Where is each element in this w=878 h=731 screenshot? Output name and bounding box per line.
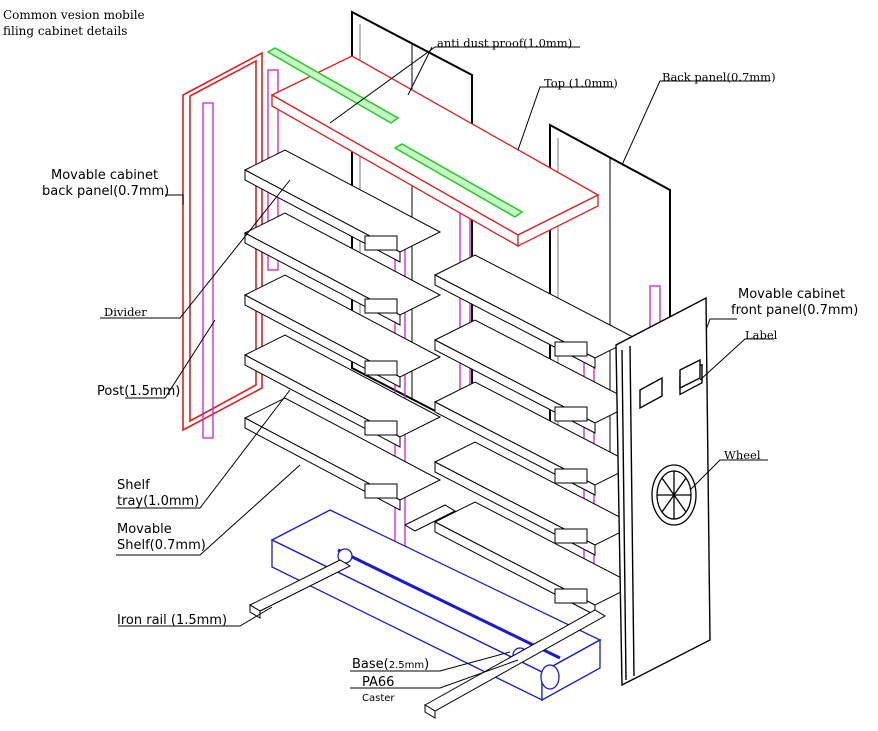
label-movable-front-panel-line2: front panel(0.7mm) bbox=[731, 303, 859, 318]
label-label: Label bbox=[745, 328, 778, 342]
diagram-title: Common vesion mobile filing cabinet deta… bbox=[3, 7, 145, 39]
label-anti-dust-proof: anti dust proof(1.0mm) bbox=[437, 36, 573, 50]
label-base-close: ) bbox=[424, 657, 430, 672]
label-shelf-tray-line2: tray(1.0mm) bbox=[117, 494, 200, 509]
base-frame bbox=[270, 509, 602, 702]
label-movable-front-panel-line1: Movable cabinet bbox=[738, 287, 846, 302]
label-iron-rail: Iron rail (1.5mm) bbox=[117, 613, 228, 628]
label-top: Top (1.0mm) bbox=[544, 76, 618, 90]
right-shelves bbox=[433, 254, 637, 616]
label-post: Post(1.5mm) bbox=[97, 384, 181, 399]
label-movable-back-panel-line2: back panel(0.7mm) bbox=[42, 184, 170, 199]
label-pa66: PA66 bbox=[362, 675, 395, 690]
label-back-panel: Back panel(0.7mm) bbox=[662, 70, 776, 84]
label-base: Base(2.5mm) bbox=[352, 657, 429, 674]
label-movable-shelf-line1: Movable bbox=[117, 522, 172, 537]
label-divider: Divider bbox=[104, 305, 147, 319]
title-line-2: filing cabinet details bbox=[3, 24, 128, 38]
anti-dust-strips bbox=[266, 47, 524, 218]
label-base-thickness: 2.5mm bbox=[388, 660, 425, 671]
label-movable-shelf-line2: Shelf(0.7mm) bbox=[117, 538, 206, 553]
title-line-1: Common vesion mobile bbox=[3, 8, 145, 22]
label-caster: Caster bbox=[362, 693, 395, 704]
label-movable-back-panel-line1: Movable cabinet bbox=[51, 168, 159, 183]
leader-lines bbox=[100, 46, 774, 689]
movable-back-panel bbox=[182, 51, 263, 432]
wheel bbox=[651, 464, 697, 526]
label-base-text: Base( bbox=[352, 657, 389, 672]
iron-rails bbox=[248, 504, 606, 719]
label-shelf-tray-line1: Shelf bbox=[117, 478, 150, 493]
label-wheel: Wheel bbox=[724, 448, 761, 462]
left-shelves bbox=[243, 149, 442, 511]
